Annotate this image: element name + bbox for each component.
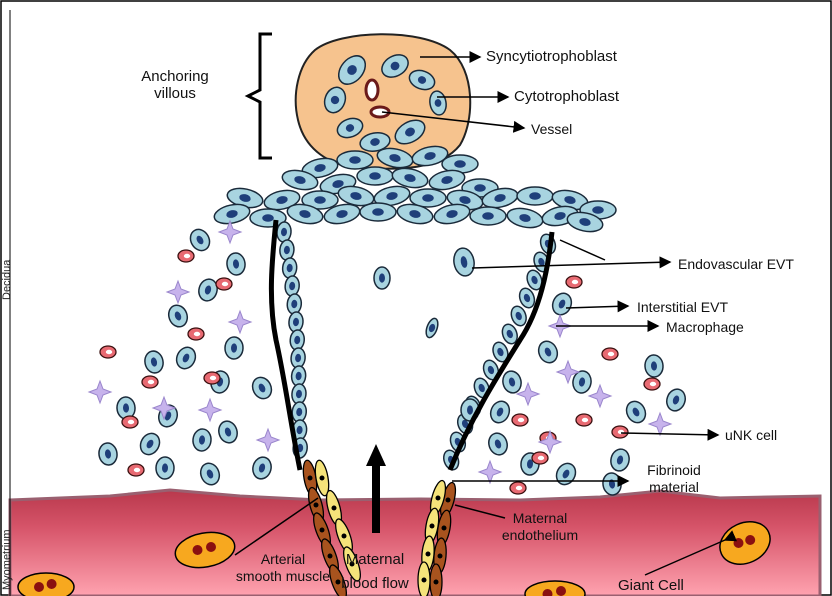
giant-cell bbox=[18, 573, 74, 596]
label-unk-cell: uNK cell bbox=[725, 427, 777, 444]
nucleus bbox=[467, 405, 473, 414]
label-endovascular-evt: Endovascular EVT bbox=[678, 256, 794, 273]
nucleus bbox=[372, 208, 384, 216]
nucleus bbox=[262, 214, 274, 222]
smooth-muscle-nucleus bbox=[320, 528, 325, 533]
smooth-muscle-nucleus bbox=[342, 534, 347, 539]
vessel-shape bbox=[366, 80, 378, 100]
nucleus bbox=[592, 206, 604, 214]
nucleus bbox=[369, 172, 381, 180]
unk-nucleus bbox=[222, 282, 228, 286]
nucleus bbox=[314, 196, 326, 204]
unk-nucleus bbox=[134, 468, 140, 472]
smooth-muscle-nucleus bbox=[308, 476, 313, 481]
label-vessel: Vessel bbox=[531, 121, 572, 138]
nucleus bbox=[529, 192, 541, 200]
label-maternal-blood-flow: Maternal blood flow bbox=[330, 548, 420, 596]
unk-nucleus bbox=[184, 254, 190, 258]
unk-nucleus bbox=[608, 352, 614, 356]
unk-nucleus bbox=[194, 332, 200, 336]
unk-nucleus bbox=[128, 420, 134, 424]
giant-nucleus bbox=[193, 545, 203, 555]
label-decidua: Decidua bbox=[1, 260, 13, 300]
smooth-muscle-nucleus bbox=[442, 526, 447, 531]
smooth-muscle-nucleus bbox=[332, 506, 337, 511]
giant-nucleus bbox=[47, 579, 57, 589]
smooth-muscle-nucleus bbox=[434, 580, 439, 585]
label-fibrinoid-material: Fibrinoid material bbox=[624, 462, 724, 496]
unk-nucleus bbox=[210, 376, 216, 380]
giant-nucleus bbox=[556, 586, 566, 596]
giant-nucleus bbox=[34, 582, 44, 592]
label-cytotrophoblast: Cytotrophoblast bbox=[514, 88, 619, 105]
label-syncytiotrophoblast: Syncytiotrophoblast bbox=[486, 48, 617, 65]
unk-nucleus bbox=[572, 280, 578, 284]
label-arterial-smooth-muscle: Arterial smooth muscle bbox=[228, 551, 338, 585]
smooth-muscle-nucleus bbox=[446, 498, 451, 503]
label-interstitial-evt: Interstitial EVT bbox=[637, 299, 728, 316]
label-giant-cell: Giant Cell bbox=[618, 577, 684, 594]
smooth-muscle-nucleus bbox=[436, 496, 441, 501]
nucleus bbox=[349, 156, 361, 164]
smooth-muscle-nucleus bbox=[314, 503, 319, 508]
label-maternal-endothelium: Maternal endothelium bbox=[490, 510, 590, 544]
unk-nucleus bbox=[582, 418, 588, 422]
unk-nucleus bbox=[518, 418, 524, 422]
nucleus bbox=[454, 160, 466, 168]
giant-nucleus bbox=[734, 538, 744, 548]
giant-nucleus bbox=[745, 535, 755, 545]
nucleus bbox=[422, 194, 434, 202]
unk-nucleus bbox=[516, 486, 522, 490]
smooth-muscle-nucleus bbox=[426, 552, 431, 557]
label-macrophage: Macrophage bbox=[666, 319, 744, 336]
unk-nucleus bbox=[650, 382, 656, 386]
smooth-muscle-nucleus bbox=[320, 476, 325, 481]
giant-nucleus bbox=[206, 542, 216, 552]
unk-nucleus bbox=[148, 380, 154, 384]
smooth-muscle-nucleus bbox=[430, 524, 435, 529]
smooth-muscle-nucleus bbox=[438, 554, 443, 559]
label-myometrium: Myometrium bbox=[1, 529, 13, 590]
unk-nucleus bbox=[106, 350, 112, 354]
nucleus bbox=[482, 212, 494, 220]
label-anchoring-villous: Anchoring villous bbox=[120, 68, 230, 102]
smooth-muscle-nucleus bbox=[422, 578, 427, 583]
nucleus bbox=[474, 184, 486, 192]
nucleus bbox=[379, 273, 385, 282]
unk-nucleus bbox=[538, 456, 544, 460]
